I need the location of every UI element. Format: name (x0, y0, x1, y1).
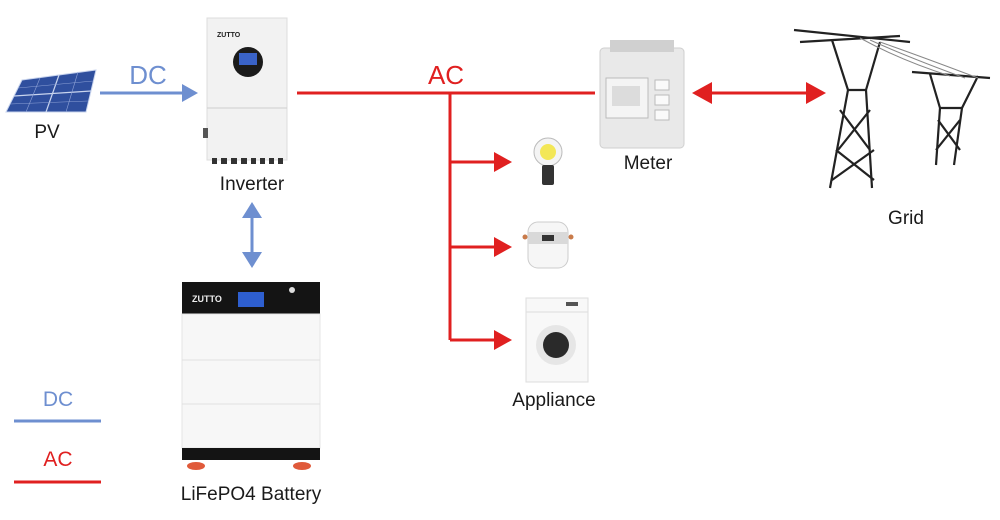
inverter-label: Inverter (219, 174, 285, 195)
svg-text:ZUTTO: ZUTTO (192, 294, 222, 304)
battery-icon: ZUTTO (181, 282, 321, 470)
ac-arrowhead-cooker (494, 237, 512, 257)
dc-arrowhead-up (242, 202, 262, 218)
dc-arrowhead (182, 84, 198, 102)
inverter-icon: ZUTTO (203, 17, 288, 164)
dc-flow-label: DC (129, 60, 167, 90)
power-tower-icon (793, 28, 991, 189)
svg-text:ZUTTO: ZUTTO (217, 32, 241, 39)
ac-arrowhead-right (806, 82, 826, 104)
washing-machine-icon (525, 297, 589, 383)
pv-label: PV (34, 122, 60, 143)
light-bulb-icon (533, 137, 563, 185)
ac-flow-label: AC (427, 60, 465, 90)
meter-label: Meter (623, 153, 673, 174)
grid-label: Grid (888, 208, 924, 229)
ac-arrowhead-washer (494, 330, 512, 350)
ac-arrowhead-left (692, 82, 712, 104)
ac-arrowhead-bulb (494, 152, 512, 172)
legend-dc-label: DC (42, 388, 74, 411)
legend-ac-label: AC (43, 448, 73, 471)
dc-arrowhead-down (242, 252, 262, 268)
meter-icon (599, 40, 685, 149)
battery-label: LiFePO4 Battery (180, 484, 322, 505)
rice-cooker-icon (522, 221, 574, 269)
appliance-label: Appliance (512, 390, 596, 411)
solar-panel-icon (5, 69, 97, 113)
